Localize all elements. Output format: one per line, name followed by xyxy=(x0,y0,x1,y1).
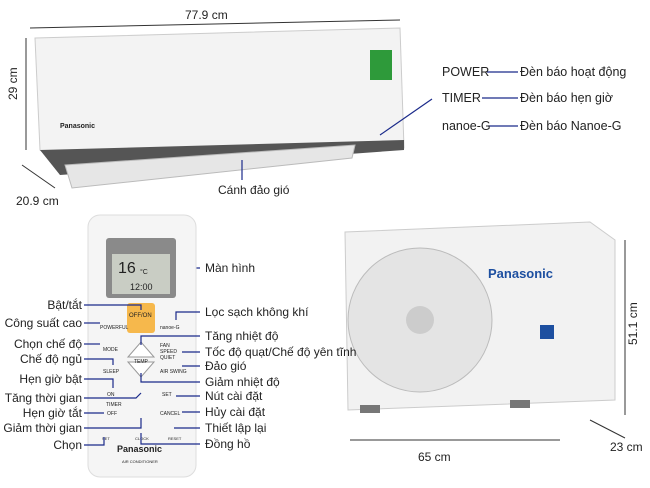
outdoor-width-dimension: 65 cm xyxy=(418,450,451,464)
outdoor-height-dimension: 51.1 cm xyxy=(626,302,640,345)
indicator-nanoe: nanoe-G xyxy=(442,119,491,133)
label-temp-up: Tăng nhiệt độ xyxy=(205,329,279,343)
nanoe-button[interactable]: nanoe-G xyxy=(160,325,180,331)
callout-lines xyxy=(170,71,518,269)
reset-button[interactable]: RESET xyxy=(168,436,182,441)
mode-button[interactable]: MODE xyxy=(103,347,118,353)
label-fan-speed: Tốc độ quạt/Chế độ yên tĩnh xyxy=(205,345,357,359)
label-set: Nút cài đặt xyxy=(205,389,263,403)
fan-speed-button[interactable]: FAN SPEED QUIET xyxy=(160,343,177,361)
indoor-unit xyxy=(34,27,405,189)
select-button[interactable]: SET xyxy=(102,436,110,441)
timer-label: TIMER xyxy=(106,402,122,408)
indicator-nanoe-desc: Đèn báo Nanoe-G xyxy=(520,119,622,133)
label-air-purify: Lọc sạch không khí xyxy=(205,305,309,319)
indicator-timer-desc: Đèn báo hẹn giờ xyxy=(520,91,613,105)
label-powerful: Công suất cao xyxy=(4,316,82,330)
set-button[interactable]: SET xyxy=(162,392,172,398)
air-swing-button[interactable]: AIR SWING xyxy=(160,369,187,375)
label-select: Chọn xyxy=(53,438,82,452)
outdoor-unit xyxy=(344,221,616,413)
remote-display-temp: 16 xyxy=(118,260,136,277)
indicator-power-desc: Đèn báo hoạt động xyxy=(520,65,627,79)
label-time-down: Giảm thời gian xyxy=(3,421,82,435)
label-swing: Đảo gió xyxy=(205,359,247,373)
label-timer-on: Hẹn giờ bật xyxy=(19,372,82,386)
indoor-brand: Panasonic xyxy=(60,123,96,130)
sleep-button[interactable]: SLEEP xyxy=(103,369,120,375)
width-dimension: 77.9 cm xyxy=(185,8,228,22)
cancel-button[interactable]: CANCEL xyxy=(160,411,181,417)
remote-brand: Panasonic xyxy=(117,444,163,454)
label-clock: Đồng hồ xyxy=(205,437,251,451)
dimension-lines xyxy=(21,19,626,441)
height-dimension: 29 cm xyxy=(6,67,20,100)
label-mode: Chọn chế độ xyxy=(13,337,82,351)
label-reset: Thiết lập lại xyxy=(205,421,267,435)
timer-off-button[interactable]: OFF xyxy=(107,411,117,417)
temp-label: TEMP xyxy=(134,359,148,365)
remote-display-unit: °C xyxy=(140,269,148,276)
remote-body xyxy=(87,214,197,478)
remote-display-time: 12:00 xyxy=(130,282,153,292)
label-on-off: Bật/tắt xyxy=(47,298,82,312)
label-sleep: Chế độ ngủ xyxy=(19,352,82,366)
label-temp-down: Giảm nhiệt độ xyxy=(205,375,280,389)
indicator-power: POWER xyxy=(442,65,490,79)
louver-label: Cánh đảo gió xyxy=(218,183,290,197)
label-display: Màn hình xyxy=(205,261,256,275)
depth-dimension: 20.9 cm xyxy=(16,194,59,208)
label-timer-off: Hẹn giờ tắt xyxy=(22,406,82,420)
indicator-timer: TIMER xyxy=(442,91,481,105)
outdoor-depth-dimension: 23 cm xyxy=(610,440,643,454)
outdoor-brand: Panasonic xyxy=(488,266,554,281)
off-on-button[interactable]: OFF/ON xyxy=(129,313,152,319)
powerful-button[interactable]: POWERFUL xyxy=(100,325,129,331)
label-cancel: Hủy cài đặt xyxy=(205,405,266,419)
remote-subtitle: AIR CONDITIONER xyxy=(122,459,158,464)
label-time-up: Tăng thời gian xyxy=(4,391,82,405)
